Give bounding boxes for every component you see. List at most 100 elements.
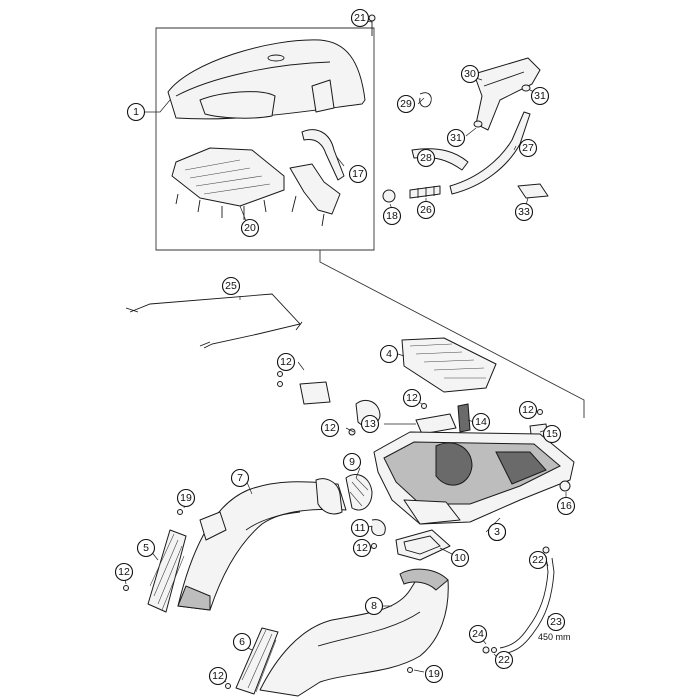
intake-grille-right <box>235 627 279 695</box>
callout-19b-label: 19 <box>428 668 440 680</box>
air-box-cover <box>167 39 366 120</box>
callout-4: 4 <box>379 344 399 364</box>
callout-20-label: 20 <box>244 222 256 234</box>
rubber-seal <box>395 529 451 561</box>
callout-1-label: 1 <box>133 106 139 118</box>
callout-26: 26 <box>416 200 436 220</box>
callout-26-label: 26 <box>420 204 432 216</box>
screws <box>123 509 413 689</box>
cable <box>125 293 303 349</box>
callout-12g-label: 12 <box>212 670 224 682</box>
callout-13-label: 13 <box>364 418 376 430</box>
callout-10: 10 <box>450 548 470 568</box>
callout-9-label: 9 <box>349 456 355 468</box>
callout-31a-label: 31 <box>534 90 546 102</box>
callout-19a: 19 <box>176 488 196 508</box>
callout-15-label: 15 <box>546 428 558 440</box>
callout-27: 27 <box>518 138 538 158</box>
intake-flange <box>345 474 373 511</box>
frame-connector-line <box>319 250 585 418</box>
callout-29: 29 <box>396 94 416 114</box>
callout-12a: 12 <box>276 352 296 372</box>
callout-9: 9 <box>342 452 362 472</box>
callout-22a: 22 <box>528 550 548 570</box>
callout-23-label: 23 <box>550 616 562 628</box>
callout-18-label: 18 <box>386 210 398 222</box>
breather-hose-bracket <box>289 129 345 227</box>
intake-grille-left <box>147 529 187 613</box>
callout-18: 18 <box>382 206 402 226</box>
air-box <box>373 431 575 525</box>
callout-8-label: 8 <box>371 600 377 612</box>
callout-12d: 12 <box>320 418 340 438</box>
callout-31b: 31 <box>446 128 466 148</box>
callout-7-label: 7 <box>237 472 243 484</box>
air-filter <box>401 337 497 393</box>
callout-12b-label: 12 <box>406 392 418 404</box>
callout-17-label: 17 <box>352 168 364 180</box>
callout-21: 21 <box>350 8 370 28</box>
callout-15: 15 <box>542 424 562 444</box>
callout-7: 7 <box>230 468 250 488</box>
callout-11-label: 11 <box>355 522 366 534</box>
callout-1: 1 <box>126 102 146 122</box>
callout-6-label: 6 <box>239 636 245 648</box>
callout-22b-label: 22 <box>498 654 510 666</box>
callout-12e: 12 <box>114 562 134 582</box>
callout-12c: 12 <box>518 400 538 420</box>
drain-hose <box>482 546 555 655</box>
callout-25-label: 25 <box>225 280 237 292</box>
callout-14-label: 14 <box>475 416 487 428</box>
callout-22a-label: 22 <box>532 554 544 566</box>
callout-24-label: 24 <box>472 628 484 640</box>
callout-22b: 22 <box>494 650 514 670</box>
callout-12c-label: 12 <box>522 404 534 416</box>
callout-20: 20 <box>240 218 260 238</box>
callout-16-label: 16 <box>560 500 572 512</box>
callout-23: 23 <box>546 612 566 632</box>
callout-19b: 19 <box>424 664 444 684</box>
intake-brackets <box>277 371 549 443</box>
callout-8: 8 <box>364 596 384 616</box>
cover-bracket <box>171 147 285 220</box>
intake-duct-lower <box>259 568 449 697</box>
callout-6: 6 <box>232 632 252 652</box>
callout-17: 17 <box>348 164 368 184</box>
callout-11: 11 <box>350 518 370 538</box>
callout-31b-label: 31 <box>450 132 462 144</box>
callout-33-label: 33 <box>518 206 530 218</box>
callout-4-label: 4 <box>386 348 392 360</box>
callout-30-label: 30 <box>464 68 476 80</box>
callout-12f-label: 12 <box>356 542 368 554</box>
subassembly-frame <box>155 27 375 251</box>
callout-27-label: 27 <box>522 142 534 154</box>
callout-12e-label: 12 <box>118 566 130 578</box>
callout-3: 3 <box>487 522 507 542</box>
callout-5: 5 <box>136 538 156 558</box>
callout-30: 30 <box>460 64 480 84</box>
callout-16: 16 <box>556 496 576 516</box>
callout-31a: 31 <box>530 86 550 106</box>
callout-28-label: 28 <box>420 152 432 164</box>
callout-12f: 12 <box>352 538 372 558</box>
callout-12b: 12 <box>402 388 422 408</box>
breather-system <box>382 57 549 203</box>
callout-12a-label: 12 <box>280 356 292 368</box>
hose-length-note: 450 mm <box>538 632 571 642</box>
callout-33: 33 <box>514 202 534 222</box>
callout-19a-label: 19 <box>180 492 192 504</box>
callout-25: 25 <box>221 276 241 296</box>
callout-10-label: 10 <box>454 552 466 564</box>
callout-12d-label: 12 <box>324 422 336 434</box>
callout-14: 14 <box>471 412 491 432</box>
callout-13: 13 <box>360 414 380 434</box>
callout-24: 24 <box>468 624 488 644</box>
callout-29-label: 29 <box>400 98 412 110</box>
callout-12g: 12 <box>208 666 228 686</box>
callout-5-label: 5 <box>143 542 149 554</box>
callout-21-label: 21 <box>354 12 366 24</box>
callout-3-label: 3 <box>494 526 500 538</box>
callout-28: 28 <box>416 148 436 168</box>
intake-duct-upper <box>177 478 347 611</box>
